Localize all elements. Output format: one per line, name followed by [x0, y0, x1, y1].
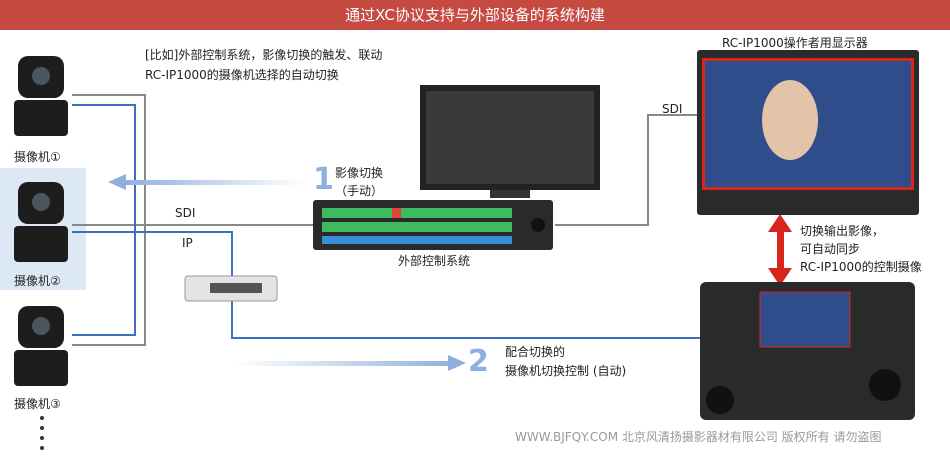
arrow-right	[235, 355, 466, 371]
camera-1-label: 摄像机①	[14, 150, 61, 164]
network-switch	[184, 275, 278, 302]
step-1-number: 1	[313, 162, 334, 197]
page-title: 通过XC协议支持与外部设备的系统构建	[0, 0, 950, 30]
camera-2	[10, 182, 72, 262]
intro-line-1: [比如]外部控制系统，影像切换的触发、联动	[145, 48, 383, 62]
watermark: WWW.BJFQY.COM 北京风清扬摄影器材有限公司 版权所有 请勿盗图	[515, 430, 882, 444]
step-2-line-1: 配合切换的	[505, 345, 566, 359]
sdi-right-label: SDI	[662, 102, 683, 116]
monitor-title: RC-IP1000操作者用显示器	[722, 36, 868, 50]
intro-line-2: RC-IP1000的摄像机选择的自动切换	[145, 68, 339, 82]
red-double-arrow	[768, 214, 792, 286]
pc-monitor	[420, 85, 600, 198]
more-cameras-dots	[40, 416, 44, 450]
camera-2-label: 摄像机②	[14, 274, 61, 288]
external-switcher-panel	[313, 200, 553, 250]
ip-line-cameras	[72, 104, 136, 336]
sync-note-line-3: RC-IP1000的控制摄像	[800, 260, 922, 274]
external-system-label: 外部控制系统	[398, 254, 471, 268]
camera-3-label: 摄像机③	[14, 397, 61, 411]
sdi-line-monitor	[555, 114, 700, 226]
rc-ip1000-controller	[700, 282, 915, 420]
step-2-number: 2	[468, 344, 489, 379]
ip-label: IP	[182, 236, 193, 250]
operator-monitor	[697, 50, 919, 215]
arrow-left	[108, 174, 305, 190]
sdi-line-cameras	[72, 94, 146, 346]
sdi-left-label: SDI	[175, 206, 196, 220]
camera-1	[10, 56, 72, 136]
camera-3	[10, 306, 72, 386]
step-1-line-1: 影像切换	[335, 166, 384, 180]
step-2-line-2: 摄像机切换控制 (自动)	[505, 364, 627, 378]
step-1-line-2: （手动）	[335, 184, 384, 198]
sync-note-line-1: 切换输出影像，	[800, 224, 885, 238]
sync-note-line-2: 可自动同步	[800, 242, 861, 256]
